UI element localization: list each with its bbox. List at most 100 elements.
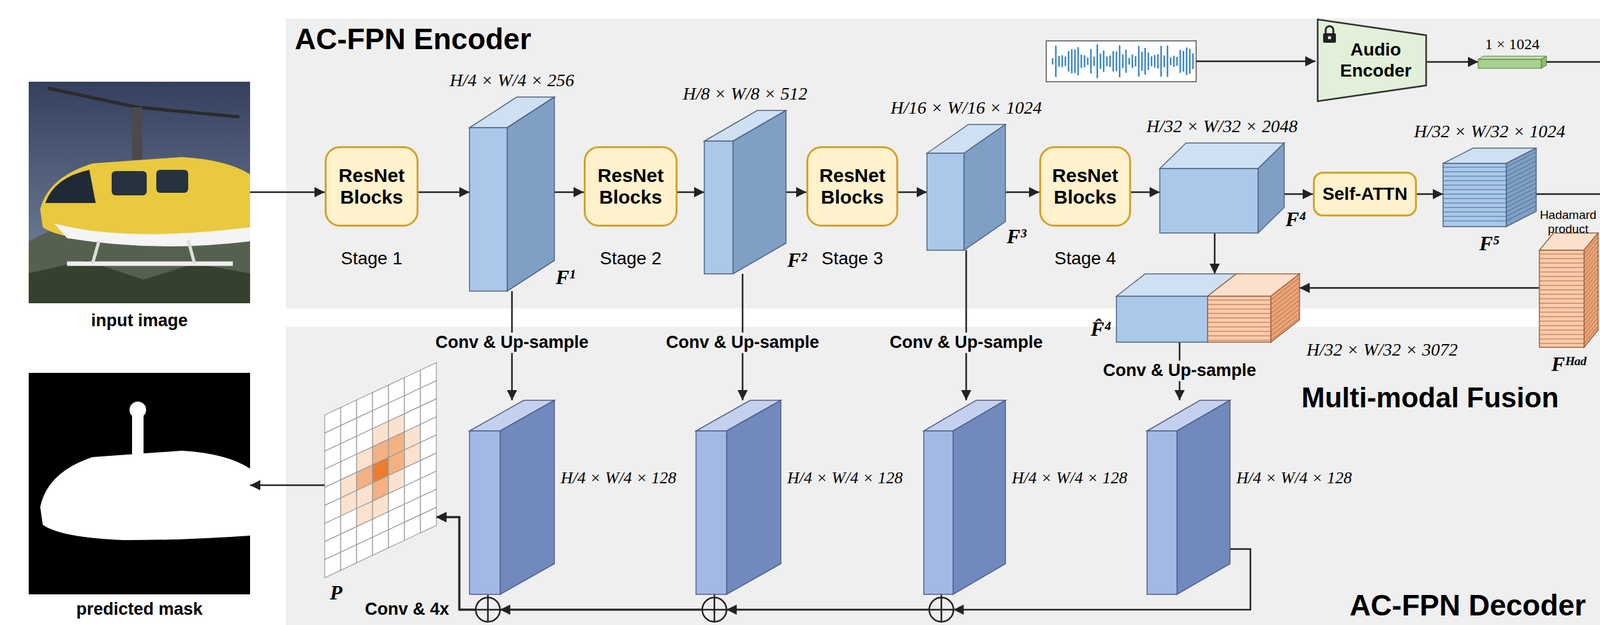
node-outline [1159, 142, 1285, 233]
block-side [726, 400, 781, 594]
sum-arrowhead [500, 604, 511, 615]
tensor-shape: H/32 × W/32 × 1024 [1414, 121, 1566, 142]
slice-line [1539, 320, 1585, 322]
slice-line [1506, 156, 1537, 172]
block-front [696, 430, 727, 594]
audio-waveform [1052, 44, 1193, 79]
vector-shape: 1 × 1024 [1485, 35, 1541, 54]
lock-icon [1323, 26, 1336, 43]
connector-arrow [554, 191, 584, 194]
sky [28, 81, 251, 304]
strut [188, 239, 195, 264]
block-front [1539, 250, 1585, 348]
tensor-shape: H/32 × W/32 × 3072 [1306, 339, 1458, 360]
feature-symbol: F⁵ [1479, 231, 1500, 256]
decoder-ground [285, 326, 1600, 625]
block-front [926, 153, 964, 251]
block-side [1258, 142, 1285, 233]
block-front [469, 127, 508, 291]
slice-line [1584, 267, 1599, 286]
node-outline [926, 124, 1006, 251]
slice-line [1443, 220, 1507, 222]
feature-symbol: F² [787, 248, 808, 272]
node-outline [1116, 273, 1300, 342]
helicopter-belly [54, 223, 251, 247]
slice-line [1207, 340, 1271, 341]
helicopter-photo [28, 81, 251, 304]
rotor-mast [132, 107, 143, 160]
slice-line [1584, 281, 1599, 299]
slice-line [1270, 308, 1300, 332]
node-outline [1539, 232, 1599, 348]
slice-line [1443, 207, 1507, 208]
slice-line [1506, 160, 1537, 177]
feature-map: H/16 × W/16 × 1024F³ [926, 124, 1006, 251]
slice-line [1443, 176, 1507, 177]
slice-line [1443, 198, 1507, 200]
grid-cell [340, 544, 357, 570]
block-side [733, 110, 786, 274]
connector-arrow [785, 191, 807, 194]
sum-arrowhead [953, 604, 964, 615]
image-caption: input image [91, 310, 189, 331]
feature-map: H/4 × W/4 × 128 [1147, 400, 1230, 594]
trapezoid [1318, 19, 1427, 102]
image-caption: predicted mask [75, 599, 203, 619]
grid-cell [372, 529, 389, 556]
slice-line [1539, 294, 1585, 295]
bar-side [1541, 56, 1547, 69]
grid-cell [324, 551, 341, 578]
feature-symbol: Fᴴᵃᵈ [1551, 352, 1586, 376]
feature-map: H/4 × W/4 × 128 [696, 400, 781, 594]
tensor-shape: H/16 × W/16 × 1024 [890, 97, 1042, 119]
slice-line [1539, 267, 1585, 268]
slice-line [1584, 325, 1599, 344]
slice-line [1539, 276, 1585, 277]
sum-cross [713, 597, 716, 622]
feature-symbol: F¹ [555, 265, 576, 289]
slice-line [1584, 312, 1599, 330]
slice-line [1207, 335, 1271, 337]
block-name: Self-ATTN [1322, 183, 1408, 205]
edge-label: Conv & Up-sample [886, 332, 1045, 353]
resnet-stage: ResNet BlocksStage 1 [324, 146, 419, 227]
sum-symbol [702, 597, 737, 622]
slice-line [1207, 317, 1271, 319]
slice-line [1539, 329, 1585, 331]
slice-line [1270, 313, 1300, 336]
feature-symbol: P [329, 580, 343, 605]
audio-wire [1546, 61, 1600, 64]
stage-label: Stage 2 [599, 248, 662, 269]
slice-line [1207, 304, 1271, 305]
slice-line [1584, 254, 1599, 272]
connector-arrow [898, 191, 927, 194]
feature-map: H/4 × W/4 × 256F¹ [469, 96, 555, 291]
slice-line [1584, 272, 1599, 290]
keyhole [1328, 36, 1332, 40]
tensor-shape: H/4 × W/4 × 128 [787, 468, 903, 488]
slice-line [1539, 307, 1585, 309]
feature-map: Fᴴᵃᵈ [1539, 232, 1599, 348]
block-front [1147, 430, 1178, 594]
block-name: ResNet Blocks [811, 164, 894, 209]
node-outline [1478, 56, 1547, 69]
mask-picture [28, 372, 251, 594]
slice-line [1506, 174, 1537, 190]
slice-line [1539, 316, 1585, 318]
connector-arrow [418, 191, 470, 194]
feature-map: H/4 × W/4 × 128 [469, 400, 555, 594]
block-front [1207, 296, 1271, 342]
edge-label: Conv & Up-sample [432, 332, 591, 353]
mask-shape [40, 450, 251, 540]
window [156, 169, 189, 193]
grid-cell [420, 507, 437, 533]
slice-line [1506, 192, 1537, 208]
slice-line [1506, 200, 1537, 217]
slice-line [1584, 303, 1599, 321]
slice-line [1539, 311, 1585, 313]
rotor [137, 107, 240, 117]
feature-map: H/8 × W/8 × 512F² [704, 110, 786, 274]
connector-arrow [250, 484, 325, 487]
tensor-shape: H/8 × W/8 × 512 [683, 83, 808, 104]
rounded-box [585, 147, 677, 226]
